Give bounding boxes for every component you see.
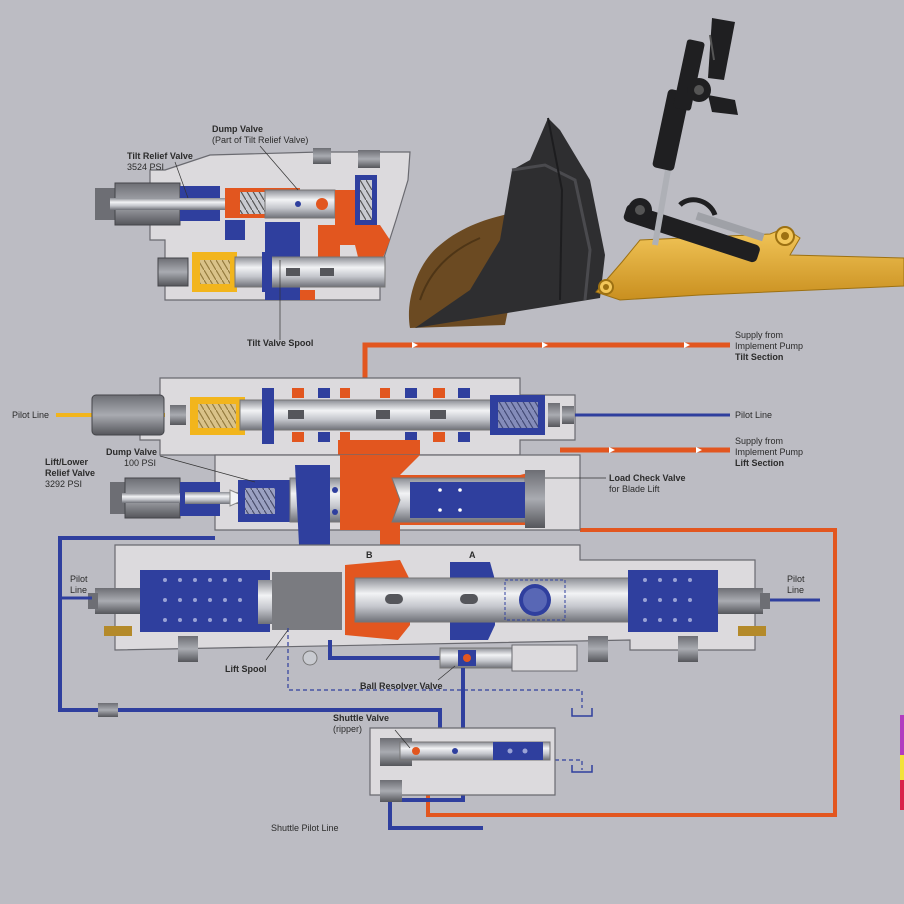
label-shuttle-valve: Shuttle Valve (ripper): [333, 713, 390, 734]
lift-arm: [595, 227, 904, 301]
dozer-blade-illustration: [408, 18, 904, 328]
label-pilot-line-lift-right: Pilot Line: [787, 574, 805, 595]
label-dump-valve-mid: Dump Valve 100 PSI: [106, 447, 158, 468]
lift-cylinder: [652, 18, 738, 246]
tilt-relief-assembly: [95, 148, 411, 301]
label-port-b: B: [366, 550, 373, 560]
leader-lines: [159, 145, 606, 749]
label-lift-spool: Lift Spool: [225, 664, 267, 674]
label-ball-resolver: Ball Resolver Valve: [360, 681, 443, 691]
label-pilot-line-lift-left: Pilot Line: [70, 574, 88, 595]
shuttle-valve: [369, 727, 556, 802]
label-supply-tilt: Supply from Implement Pump Tilt Section: [735, 330, 804, 362]
label-pilot-line-right: Pilot Line: [735, 410, 773, 420]
label-supply-lift: Supply from Implement Pump Lift Section: [735, 436, 804, 468]
label-dump-valve-top: Dump Valve (Part of Tilt Relief Valve): [212, 124, 309, 145]
label-load-check: Load Check Valve for Blade Lift: [609, 473, 686, 494]
label-port-a: A: [469, 550, 476, 560]
tilt-valve-section: [56, 377, 730, 470]
label-pilot-line-left: Pilot Line: [12, 410, 50, 420]
lift-section: [60, 454, 820, 666]
label-tilt-valve-spool: Tilt Valve Spool: [247, 338, 314, 348]
label-tilt-relief: Tilt Relief Valve 3524 PSI: [127, 151, 193, 172]
label-lift-lower-relief: Lift/Lower Relief Valve 3292 PSI: [45, 457, 96, 489]
label-shuttle-pilot-line: Shuttle Pilot Line: [271, 823, 339, 833]
